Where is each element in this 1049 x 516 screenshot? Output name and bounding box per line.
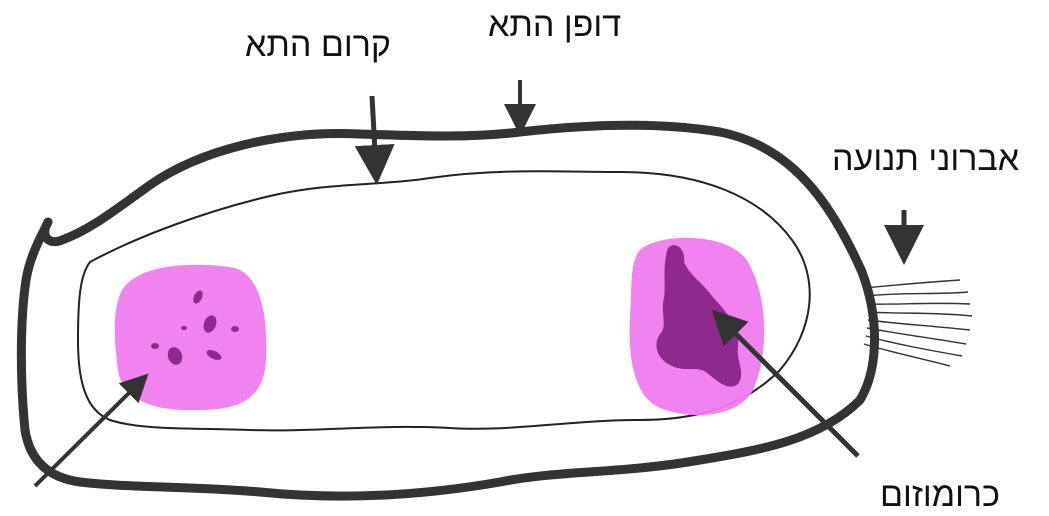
- cell-membrane-arrow: [372, 96, 376, 170]
- flagella-label: אברוני תנועה: [832, 142, 1019, 176]
- cell-membrane-label: קרום התא: [245, 28, 391, 62]
- cell-wall-label: דופן התא: [488, 8, 621, 42]
- flagella-strands: [864, 280, 972, 366]
- left-stained-region: [115, 265, 267, 410]
- chromosome-label: כרומוזום: [880, 478, 1000, 512]
